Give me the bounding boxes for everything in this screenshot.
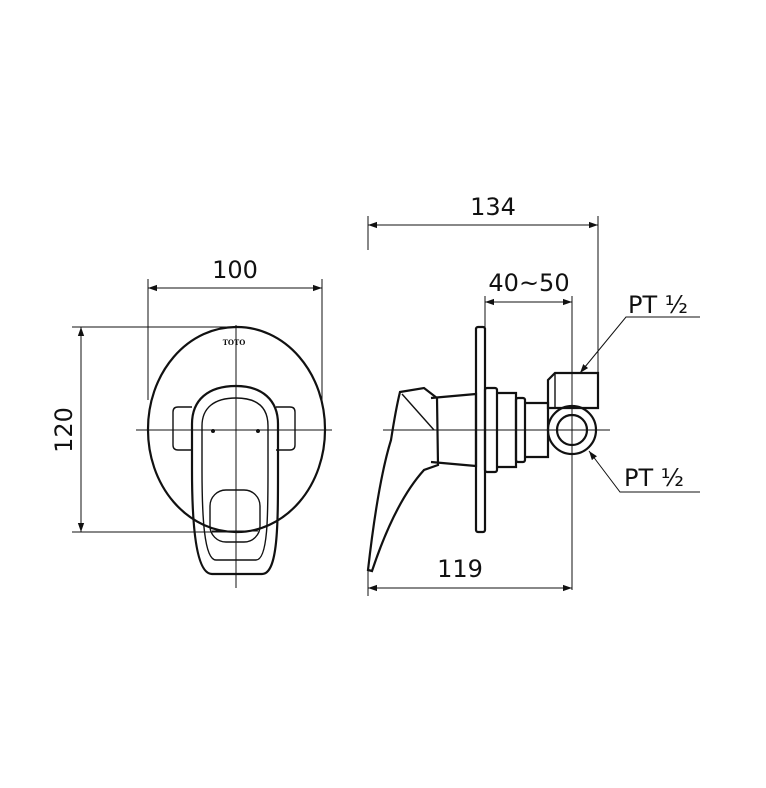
left-stop — [172, 406, 192, 451]
dimension-total-depth: 134 — [367, 193, 599, 373]
dimension-front-height: 120 — [50, 326, 236, 533]
lever-handle-outer — [190, 384, 280, 576]
front-view: TOTO — [136, 325, 332, 588]
dimension-wall-adjust: 40~50 — [484, 269, 573, 590]
side-view — [366, 325, 610, 573]
callout-top-thread: PT ½ — [579, 291, 700, 374]
dimension-front-height-label: 120 — [50, 407, 78, 453]
brand-mark: TOTO — [223, 338, 246, 347]
dimension-wall-adjust-label: 40~50 — [488, 269, 569, 297]
dimension-handle-depth: 119 — [367, 555, 572, 596]
lever-handle-inner — [201, 397, 269, 561]
top-outlet-boss — [546, 371, 600, 410]
side-lever-handle — [366, 386, 440, 573]
right-stop — [276, 406, 296, 451]
dimension-front-width-label: 100 — [212, 256, 258, 284]
callout-top-thread-label: PT ½ — [628, 291, 688, 319]
callout-bottom-thread-label: PT ½ — [624, 464, 684, 492]
dimension-total-depth-label: 134 — [470, 193, 516, 221]
handle-grip-window — [209, 489, 261, 543]
dimension-handle-depth-label: 119 — [437, 555, 483, 583]
side-lever-fold — [401, 393, 435, 431]
callout-bottom-thread: PT ½ — [588, 450, 700, 493]
dimension-front-width: 100 — [147, 256, 323, 400]
